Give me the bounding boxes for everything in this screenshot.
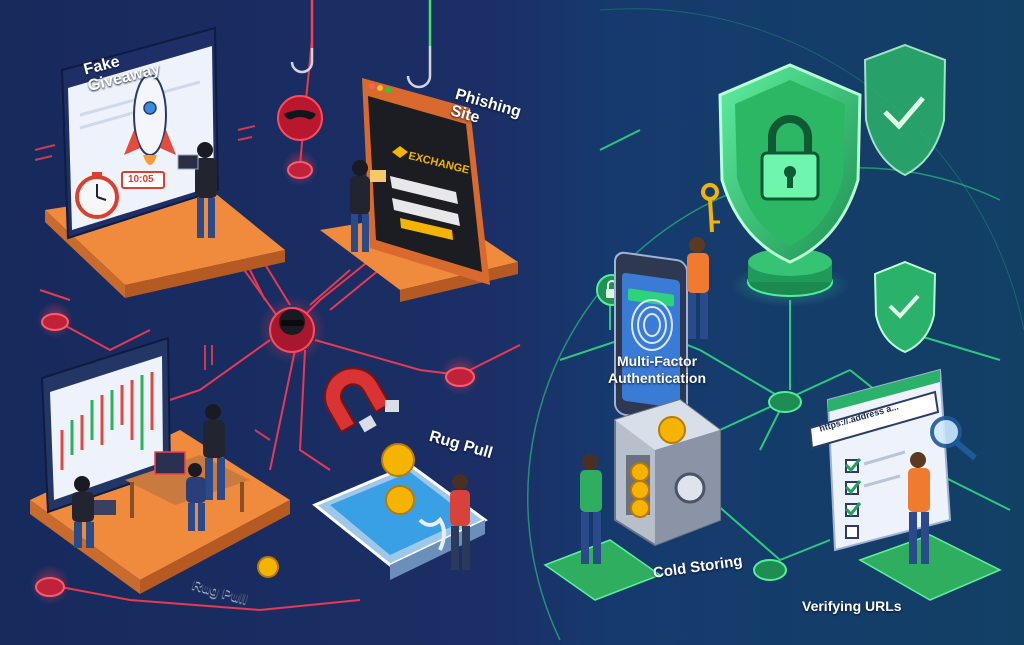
mask-icon [280, 320, 304, 326]
user-figure [687, 237, 709, 339]
user-figure [580, 454, 602, 564]
hacker-figure [350, 160, 386, 252]
danger-nodes [30, 150, 480, 605]
main-security-shield [718, 63, 862, 307]
scammer-figure [450, 474, 470, 570]
phishing-site-scene [320, 78, 518, 302]
login-submit-button [400, 218, 453, 240]
label-mfa: Multi-Factor Authentication [608, 353, 706, 387]
green-platform [858, 534, 1002, 601]
checkbox-list [844, 450, 906, 539]
stopwatch-icon [75, 172, 119, 219]
fake-exchange-logo [392, 146, 408, 158]
green-platform [543, 539, 662, 601]
bitcoin-coin-icon [381, 443, 415, 477]
rocket-icon [124, 74, 176, 165]
check-shield-icon [863, 43, 947, 177]
fishing-hooks [290, 0, 432, 89]
green-coin-node [753, 559, 787, 581]
magnifier-icon [930, 416, 977, 461]
countdown-badge [121, 171, 165, 189]
check-shield-icon [873, 260, 937, 354]
pin-field [628, 288, 674, 307]
fish-hook-icon [406, 46, 432, 89]
green-coin-node [768, 391, 802, 413]
label-verifying-urls: Verifying URLs [802, 598, 902, 614]
bitcoin-coin-icon [385, 485, 415, 515]
hacker-figure [72, 476, 116, 548]
fingerprint-icon [631, 299, 673, 351]
laptop-icon [154, 451, 186, 475]
verify-url-scene [808, 368, 1002, 601]
vault-dial [674, 472, 706, 504]
masked-bait-icon [277, 95, 323, 141]
giveaway-timer-text: 10:05 [128, 174, 154, 185]
drain-pipe [418, 516, 446, 551]
key-icon [701, 183, 720, 233]
candlestick-bars [60, 372, 154, 470]
padlock-icon [760, 115, 820, 201]
fake-giveaway-scene [34, 26, 285, 298]
magnet-icon [324, 367, 399, 434]
rug-pull-scene [257, 367, 488, 580]
user-figure [908, 452, 930, 564]
fake-trading-scene [30, 336, 290, 594]
label-mfa-line2: Authentication [608, 370, 706, 386]
mfa-scene [614, 183, 720, 424]
login-username-field [390, 176, 458, 204]
bitcoin-coin-icon [257, 556, 279, 578]
login-password-field [392, 198, 460, 226]
bitcoin-coin-icon [658, 416, 686, 444]
hacker-figure [203, 404, 225, 500]
fish-hook-icon [290, 48, 314, 74]
url-input-bar [808, 390, 940, 450]
red-coin-node [41, 313, 69, 331]
red-coin-node [287, 161, 313, 179]
cold-storage-scene [543, 398, 721, 601]
red-coin-node [35, 577, 65, 597]
hacker-figure [186, 463, 206, 531]
label-mfa-line1: Multi-Factor [616, 353, 698, 369]
central-hacker-hub [258, 296, 326, 364]
hacker-figure [177, 142, 217, 238]
red-coin-node [445, 367, 475, 387]
